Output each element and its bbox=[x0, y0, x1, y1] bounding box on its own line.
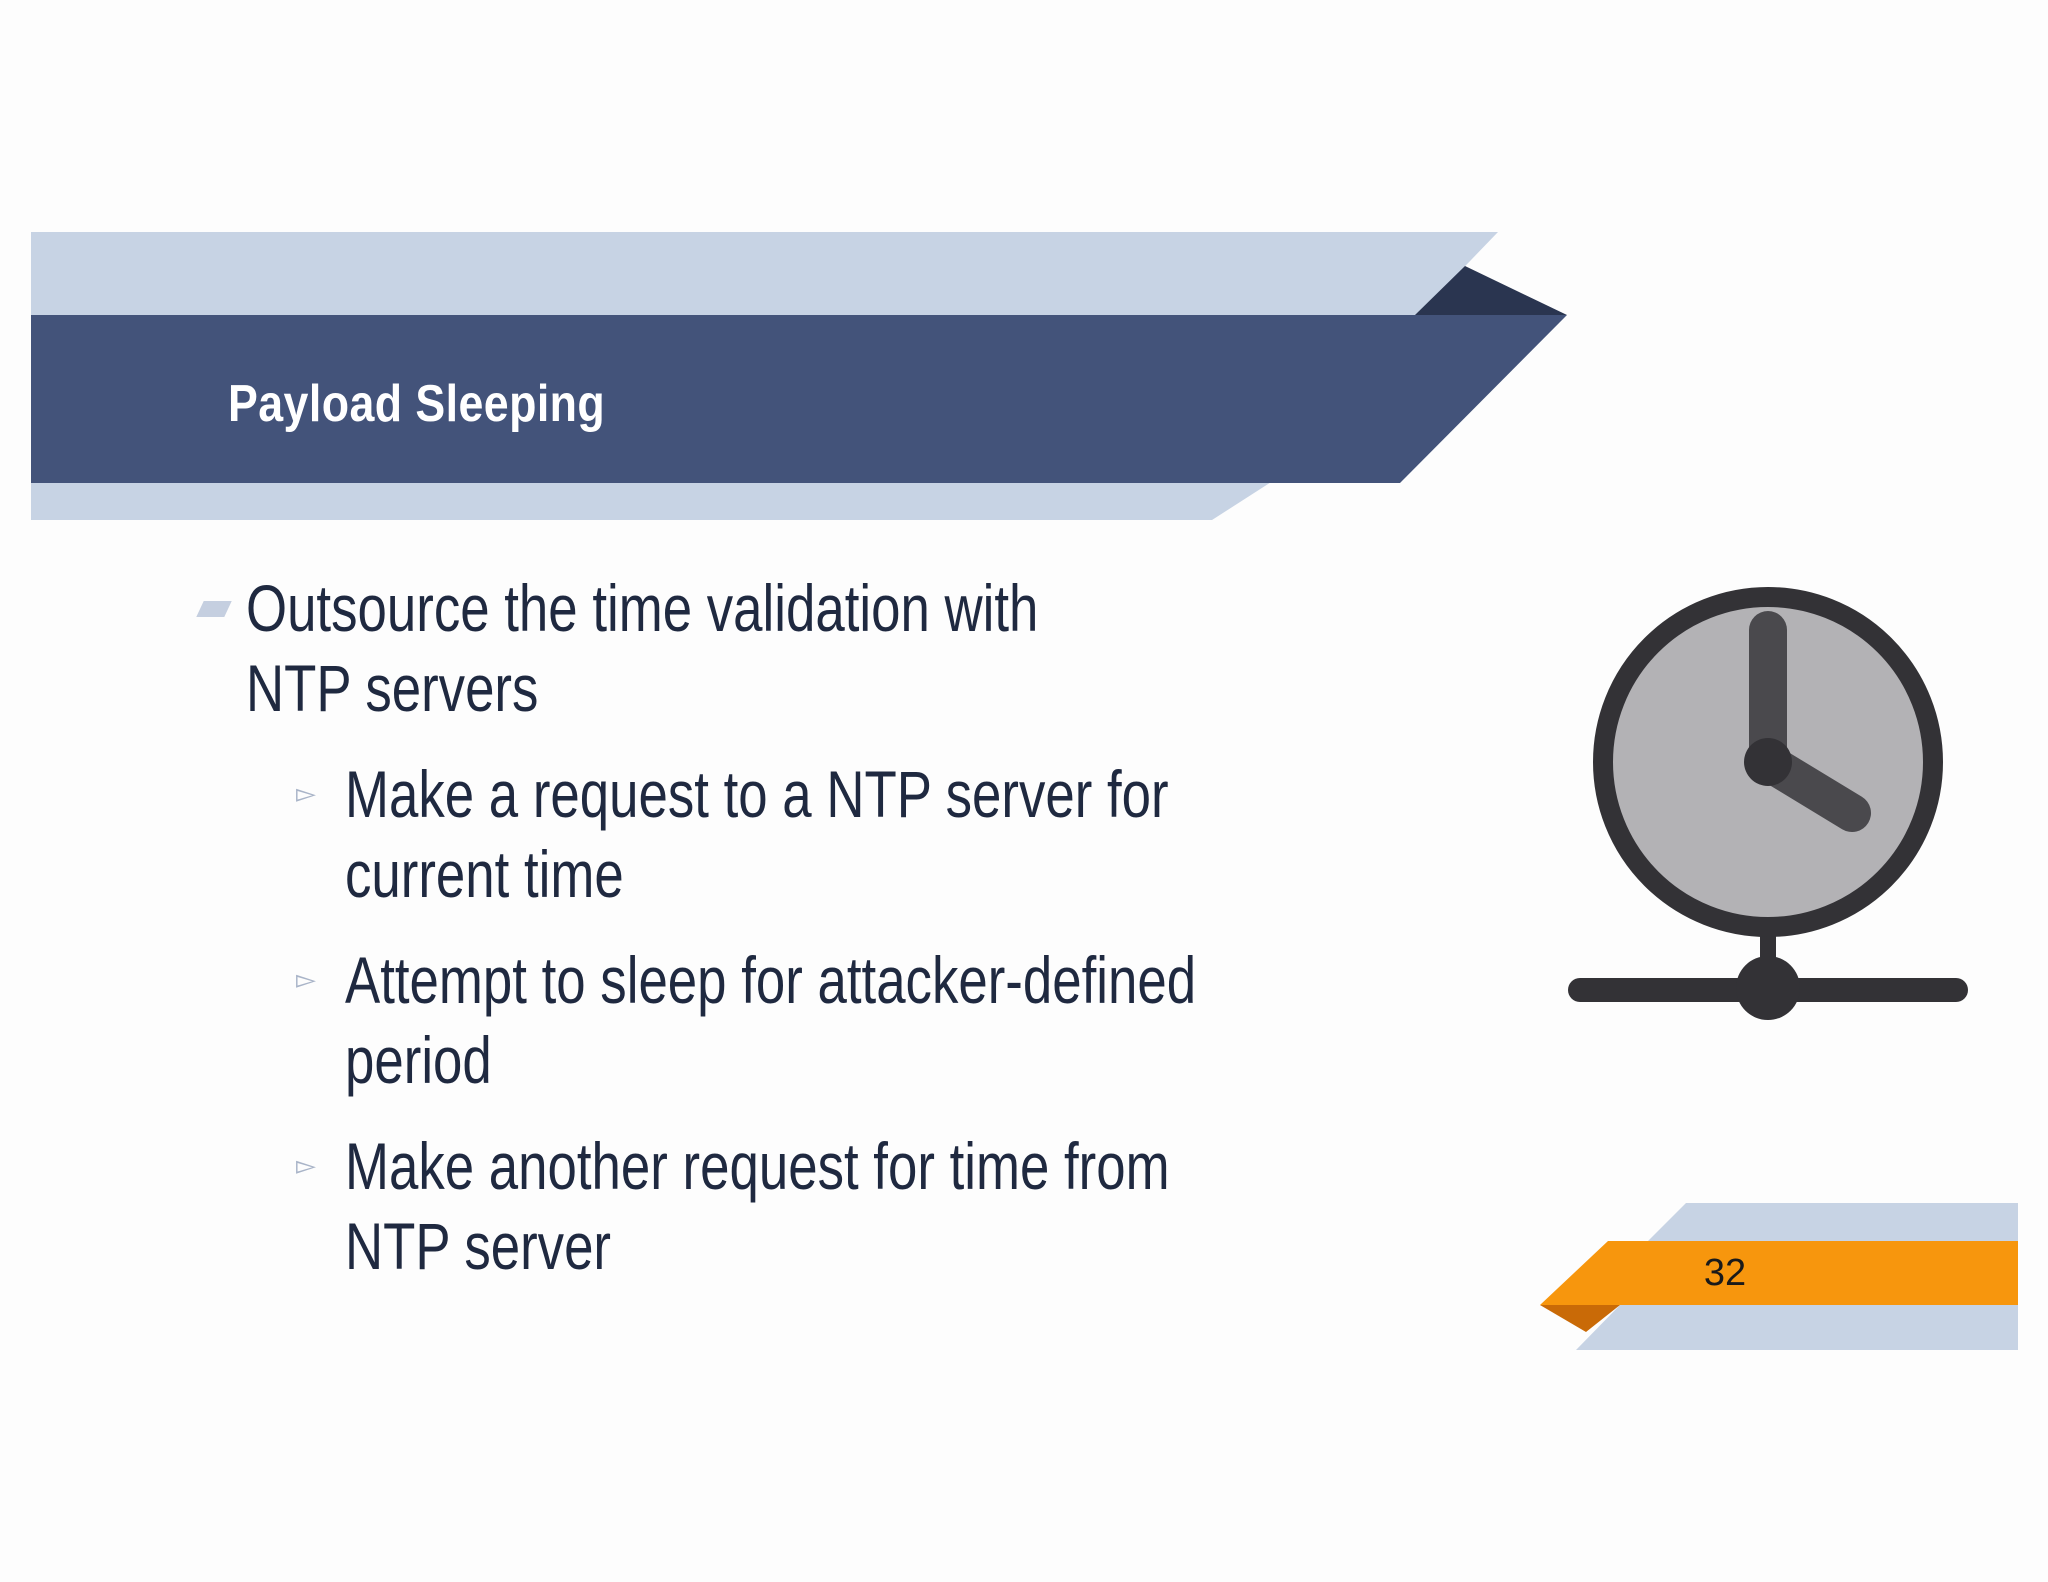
slide-title: Payload Sleeping bbox=[228, 375, 606, 433]
sub-bullet-2: Attempt to sleep for attacker-defined pe… bbox=[345, 943, 1197, 1097]
triangle-right-outline-icon: ▻ bbox=[296, 965, 316, 995]
title-ribbon-fold bbox=[1415, 266, 1567, 315]
network-clock-icon bbox=[1568, 587, 1968, 1020]
page-badge-main bbox=[1540, 1241, 2018, 1305]
sub-bullet-1: Make a request to a NTP server for curre… bbox=[345, 757, 1169, 911]
title-ribbon-main-band bbox=[31, 315, 1567, 483]
sub-bullet-3: Make another request for time from NTP s… bbox=[345, 1129, 1170, 1283]
page-badge-light-band bbox=[1576, 1203, 2018, 1350]
page-badge-fold bbox=[1540, 1305, 1620, 1332]
main-bullet: Outsource the time validation with NTP s… bbox=[246, 571, 1039, 725]
triangle-right-outline-icon: ▻ bbox=[296, 1151, 316, 1181]
page-number: 32 bbox=[1703, 1252, 1747, 1294]
triangle-right-outline-icon: ▻ bbox=[296, 779, 316, 809]
title-ribbon-light-band bbox=[31, 232, 1498, 315]
